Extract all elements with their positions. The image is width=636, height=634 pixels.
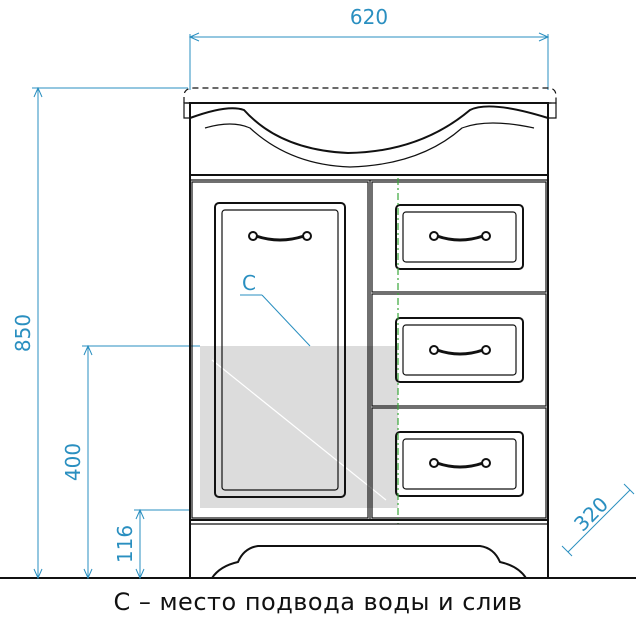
drawer-middle bbox=[371, 293, 547, 407]
left-door bbox=[191, 181, 369, 519]
legend-caption: С – место подвода воды и слив bbox=[113, 588, 523, 616]
drawer-bottom bbox=[371, 407, 547, 519]
connection-height-dimension: 400 bbox=[61, 344, 200, 580]
drawer-top bbox=[371, 181, 547, 293]
drawer-handle-icon bbox=[429, 231, 491, 242]
width-dimension: 620 bbox=[188, 5, 550, 90]
plinth-height-label: 116 bbox=[113, 525, 137, 563]
height-label: 850 bbox=[11, 314, 35, 352]
plinth-height-dimension: 116 bbox=[113, 508, 190, 580]
cabinet-plinth bbox=[189, 519, 549, 579]
drawer-handle-icon bbox=[429, 345, 491, 356]
drawer-handle-icon bbox=[429, 458, 491, 469]
depth-label: 320 bbox=[569, 492, 613, 536]
width-label: 620 bbox=[350, 5, 388, 29]
connection-zone bbox=[200, 346, 398, 508]
depth-dimension: 320 bbox=[561, 483, 635, 557]
zone-label-leader: C bbox=[240, 271, 311, 347]
height-dimension: 850 bbox=[11, 86, 188, 580]
basin-top bbox=[183, 87, 557, 176]
zone-label: C bbox=[242, 271, 256, 295]
drawer-handle-icon bbox=[248, 231, 312, 242]
connection-height-label: 400 bbox=[61, 443, 85, 481]
